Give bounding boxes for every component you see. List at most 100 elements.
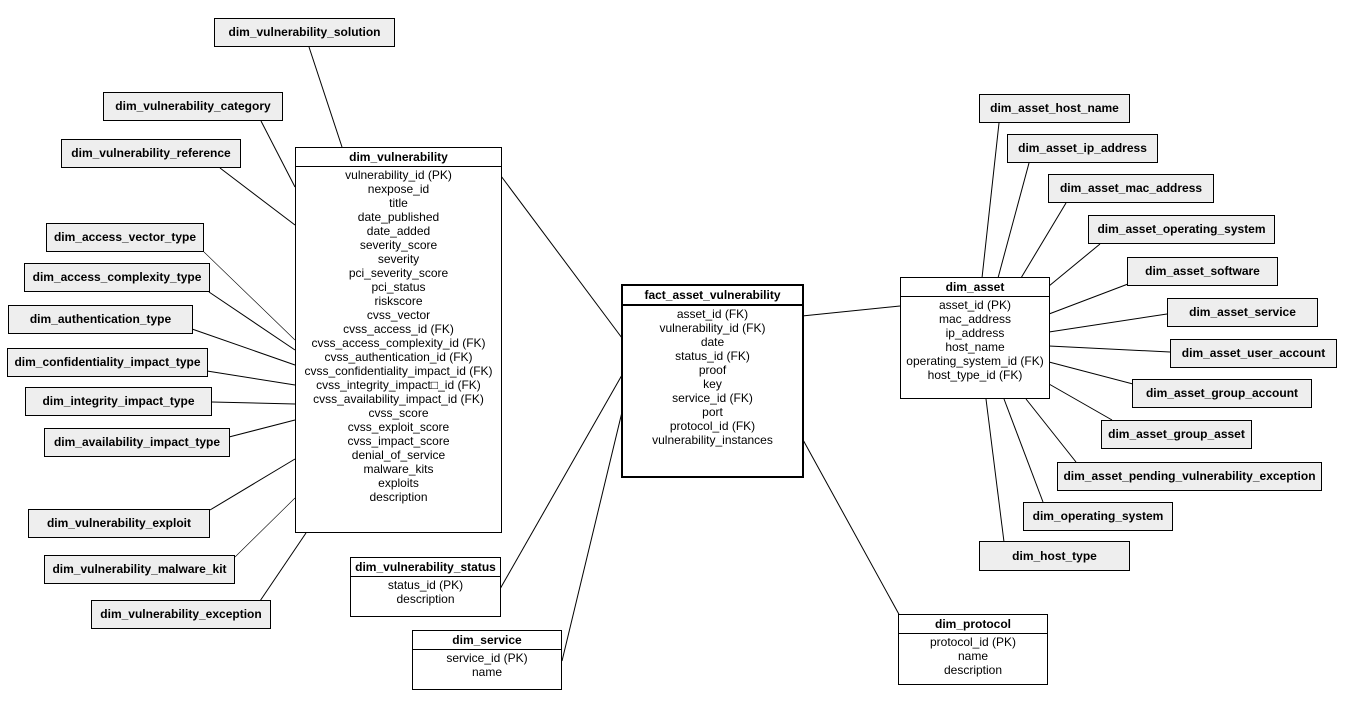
field-row: name — [471, 665, 503, 679]
dim-box-host-type[interactable]: dim_host_type — [979, 541, 1130, 571]
field-row: vulnerability_instances — [652, 433, 773, 447]
field-row: cvss_impact_score — [347, 434, 450, 448]
field-list: service_id (PK)name — [413, 650, 561, 679]
dim-box-authentication-type[interactable]: dim_authentication_type — [8, 305, 193, 334]
field-row: severity_score — [359, 238, 438, 252]
field-row: cvss_authentication_id (FK) — [324, 350, 473, 364]
field-row: pci_status — [371, 280, 426, 294]
dim-box-asset-group-account[interactable]: dim_asset_group_account — [1132, 379, 1312, 408]
field-row: service_id (PK) — [446, 651, 528, 665]
relationship-line — [1048, 345, 1171, 353]
relationship-line — [259, 532, 307, 602]
field-row: vulnerability_id (FK) — [659, 321, 766, 335]
field-row: asset_id (PK) — [938, 298, 1012, 312]
dim-box-vulnerability-reference[interactable]: dim_vulnerability_reference — [61, 139, 241, 168]
field-row: proof — [698, 363, 727, 377]
dim-box-vulnerability-exception[interactable]: dim_vulnerability_exception — [91, 600, 271, 629]
field-row: ip_address — [945, 326, 1005, 340]
relationship-line — [209, 458, 296, 511]
relationship-line — [191, 328, 296, 366]
dim-box-asset-software[interactable]: dim_asset_software — [1127, 257, 1278, 286]
relationship-line — [206, 370, 296, 386]
relationship-line — [801, 437, 902, 619]
field-row: description — [943, 663, 1003, 677]
relationship-line — [308, 46, 343, 148]
dim-box-vulnerability-solution[interactable]: dim_vulnerability_solution — [214, 18, 395, 47]
field-row: status_id (PK) — [387, 578, 464, 592]
field-row: title — [389, 196, 408, 210]
field-row: description — [369, 490, 428, 504]
table-title: fact_asset_vulnerability — [623, 286, 802, 306]
field-row: name — [957, 649, 989, 663]
relationship-line — [561, 411, 623, 662]
relationship-line — [985, 398, 1005, 543]
dim-box-asset-group-asset[interactable]: dim_asset_group_asset — [1101, 420, 1252, 449]
field-row: cvss_access_complexity_id (FK) — [311, 336, 486, 350]
dim-box-asset-service[interactable]: dim_asset_service — [1167, 298, 1318, 327]
field-row: cvss_vector — [366, 308, 431, 322]
field-row: host_name — [945, 340, 1005, 354]
dim-box-availability-impact-type[interactable]: dim_availability_impact_type — [44, 428, 230, 457]
relationship-line — [1025, 398, 1077, 463]
dim-box-access-vector-type[interactable]: dim_access_vector_type — [46, 223, 204, 252]
field-row: cvss_exploit_score — [347, 420, 450, 434]
relationship-line — [801, 305, 901, 317]
table-title: dim_protocol — [899, 615, 1047, 634]
field-row: pci_severity_score — [348, 266, 449, 280]
field-row: operating_system_id (FK) — [906, 354, 1044, 368]
field-row: nexpose_id — [367, 182, 430, 196]
dim-box-integrity-impact-type[interactable]: dim_integrity_impact_type — [25, 387, 212, 416]
field-row: port — [702, 405, 723, 419]
dim-box-asset-user-account[interactable]: dim_asset_user_account — [1170, 339, 1337, 368]
relationship-line — [981, 122, 1000, 279]
dim-box-asset-operating-system[interactable]: dim_asset_operating_system — [1088, 215, 1275, 244]
dim-box-vulnerability-exploit[interactable]: dim_vulnerability_exploit — [28, 509, 210, 538]
dim-box-confidentiality-impact-type[interactable]: dim_confidentiality_impact_type — [7, 348, 208, 377]
field-row: mac_address — [938, 312, 1012, 326]
field-row: date_added — [366, 224, 431, 238]
relationship-line — [203, 251, 296, 341]
dim-box-vulnerability-category[interactable]: dim_vulnerability_category — [103, 92, 283, 121]
field-row: key — [703, 377, 722, 391]
field-row: malware_kits — [363, 462, 434, 476]
dim-box-asset-mac-address[interactable]: dim_asset_mac_address — [1048, 174, 1214, 203]
field-row: cvss_availability_impact_id (FK) — [313, 392, 484, 406]
field-row: cvss_confidentiality_impact_id (FK) — [304, 364, 493, 378]
field-row: host_type_id (FK) — [927, 368, 1023, 382]
dim-box-asset-pending-vulnerability-exception[interactable]: dim_asset_pending_vulnerability_exceptio… — [1057, 462, 1322, 491]
field-row: protocol_id (PK) — [929, 635, 1017, 649]
table-dim-vulnerability[interactable]: dim_vulnerability vulnerability_id (PK)n… — [295, 147, 502, 533]
dim-box-operating-system[interactable]: dim_operating_system — [1023, 502, 1173, 531]
relationship-line — [1003, 398, 1044, 503]
table-dim-vulnerability-status[interactable]: dim_vulnerability_status status_id (PK)d… — [350, 557, 501, 617]
field-row: date_published — [357, 210, 440, 224]
relationship-line — [234, 497, 296, 558]
relationship-line — [211, 401, 296, 405]
relationship-line — [1020, 202, 1067, 279]
table-title: dim_vulnerability — [296, 148, 501, 167]
table-title: dim_vulnerability_status — [351, 558, 500, 577]
dim-box-asset-host-name[interactable]: dim_asset_host_name — [979, 94, 1130, 123]
relationship-line — [1048, 243, 1101, 287]
field-row: riskscore — [374, 294, 423, 308]
field-row: status_id (FK) — [675, 349, 750, 363]
dim-box-vulnerability-malware-kit[interactable]: dim_vulnerability_malware_kit — [44, 555, 235, 584]
field-row: severity — [377, 252, 420, 266]
table-fact-asset-vulnerability[interactable]: fact_asset_vulnerability asset_id (FK)vu… — [621, 284, 804, 478]
field-row: cvss_score — [368, 406, 429, 420]
relationship-line — [1048, 361, 1134, 385]
dim-box-asset-ip-address[interactable]: dim_asset_ip_address — [1007, 134, 1158, 163]
field-row: protocol_id (FK) — [669, 419, 756, 433]
relationship-line — [208, 291, 296, 351]
field-row: denial_of_service — [351, 448, 446, 462]
relationship-line — [219, 167, 296, 226]
table-dim-service[interactable]: dim_service service_id (PK)name — [412, 630, 562, 690]
field-row: cvss_access_id (FK) — [343, 322, 454, 336]
dim-box-access-complexity-type[interactable]: dim_access_complexity_type — [24, 263, 210, 292]
